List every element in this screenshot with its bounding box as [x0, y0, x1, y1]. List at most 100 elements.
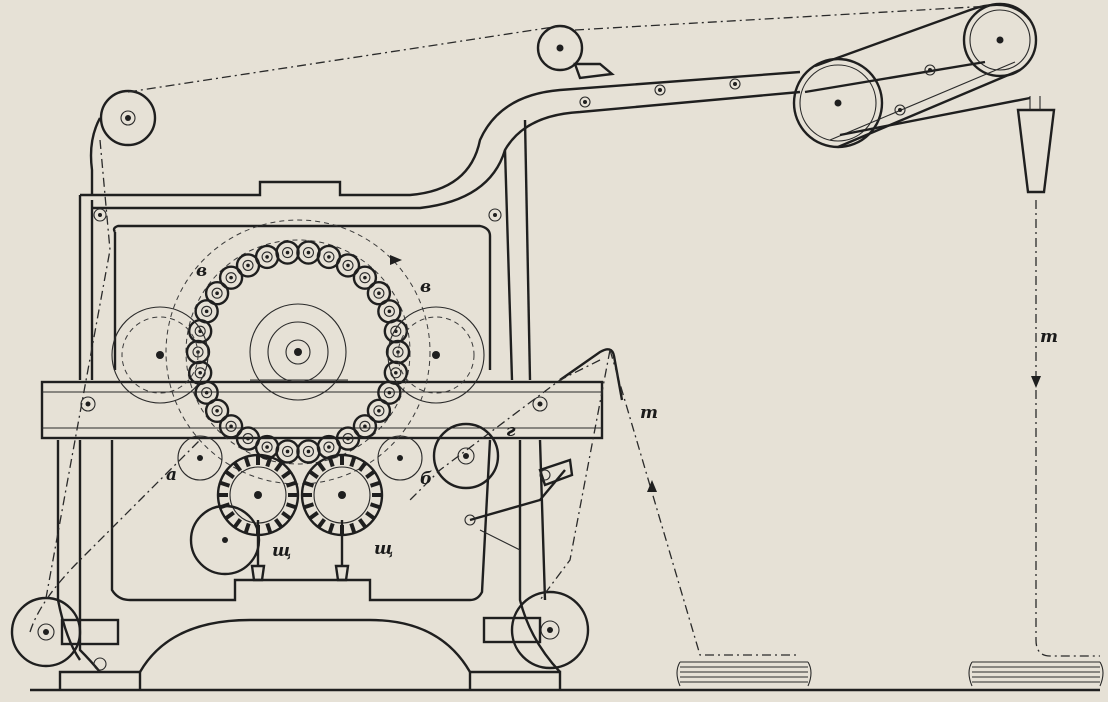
chain-roller-hub — [246, 263, 250, 268]
chain-roller-core — [225, 272, 237, 284]
chain-roller — [235, 426, 261, 451]
chain-roller-core — [211, 287, 223, 299]
brush-bristle — [265, 522, 273, 534]
brush-bristle — [285, 480, 297, 488]
chain-roller-core — [194, 367, 206, 379]
chain-roller-core — [359, 272, 371, 284]
chain-roller-hub — [306, 449, 311, 454]
brush-bristle — [224, 469, 235, 479]
chain-roller-hub — [204, 390, 209, 395]
brush-bristle — [219, 480, 231, 488]
brush-bristle — [281, 469, 292, 479]
brush-bristle — [349, 456, 357, 468]
chain-roller — [366, 281, 392, 306]
label-b: б — [420, 469, 432, 489]
top-right-pulley-assembly — [792, 2, 1056, 194]
brush-bristle — [281, 511, 292, 521]
chain-roller-core — [242, 259, 254, 271]
chain-roller-core — [242, 433, 254, 445]
chain-roller-hub — [394, 370, 398, 375]
brush-bristle — [316, 461, 326, 472]
chain-roller-hub — [229, 424, 233, 429]
chain-roller — [366, 398, 392, 423]
coil-edge — [676, 661, 812, 687]
brush-bristle — [265, 456, 273, 468]
chain-roller-core — [261, 251, 273, 263]
brush-bristle — [274, 461, 284, 472]
chain-roller-core — [302, 445, 315, 458]
brush-bristle — [303, 502, 315, 510]
chain-roller — [204, 398, 230, 423]
brush-bristle — [232, 518, 242, 529]
horizontal-beam — [40, 348, 624, 440]
brush-bristle — [224, 511, 235, 521]
chain-roller-hub — [265, 445, 269, 449]
chain-roller-hub — [198, 370, 202, 375]
brush-bristle — [349, 522, 357, 534]
brush-bristle — [243, 456, 251, 468]
chain-roller-hub — [285, 449, 290, 454]
brush-bristle — [369, 502, 381, 510]
brush-bristle — [308, 469, 319, 479]
chain-roller-core — [342, 259, 354, 271]
chain-roller-core — [323, 441, 335, 453]
brush-bristle — [327, 456, 335, 468]
chain-roller — [194, 299, 219, 324]
chain-roller-core — [201, 387, 213, 399]
chain-roller-core — [383, 387, 395, 399]
brush-bristle — [316, 518, 326, 529]
chain-roller-hub — [265, 255, 269, 259]
chain-roller-hub — [346, 263, 350, 268]
chain-roller-core — [211, 405, 223, 417]
side-rollers — [111, 306, 485, 404]
chain-roller — [352, 414, 378, 439]
chain-roller-hub — [377, 291, 381, 296]
chain-roller-hub — [346, 436, 350, 441]
chain-roller-core — [390, 367, 402, 379]
roller-b — [377, 435, 423, 481]
letter-labels: в в а б г т т щ щ — [166, 261, 1058, 561]
chain-roller-core — [281, 445, 294, 458]
label-v-right: в — [420, 277, 431, 297]
machine-base — [30, 670, 1100, 692]
chain-roller-core — [390, 325, 402, 337]
chain-roller-core — [373, 405, 385, 417]
roller-a — [177, 435, 223, 481]
bottom-right-roller — [482, 590, 590, 670]
chain-roller-hub — [327, 255, 331, 259]
brush-roller-right — [300, 453, 384, 537]
brush-bristle — [243, 522, 251, 534]
lever-linkage — [464, 458, 574, 590]
chain-roller — [377, 380, 402, 405]
brush-hub — [254, 491, 262, 499]
brush-hub — [338, 491, 346, 499]
brush-bristle — [358, 461, 368, 472]
chain-roller-hub — [387, 309, 392, 314]
label-sch-left: щ — [272, 541, 291, 561]
machine-frame — [56, 70, 801, 673]
sliver-cans — [676, 661, 1104, 687]
chain-roller-hub — [215, 408, 219, 413]
brush-bristle — [365, 469, 376, 479]
brush-bristle — [303, 480, 315, 488]
sliver-paths — [29, 5, 1100, 657]
brush-bristle — [327, 522, 335, 534]
chain-roller — [218, 265, 244, 290]
chain-roller-hub — [204, 309, 209, 314]
chain-roller — [335, 253, 361, 278]
brush-bristle — [308, 511, 319, 521]
chain-roller-core — [373, 287, 385, 299]
chain-roller-hub — [215, 291, 219, 296]
chain-roller-core — [261, 441, 273, 453]
chain-roller-hub — [363, 424, 367, 429]
brush-bristle — [274, 518, 284, 529]
label-sch-right: щ — [374, 539, 393, 559]
label-a: а — [166, 465, 177, 485]
arch-guide-roller — [536, 24, 615, 80]
chain-roller-core — [302, 246, 315, 259]
label-m-mid: т — [640, 403, 658, 423]
chain-roller-core — [225, 420, 237, 432]
chain-roller-core — [342, 433, 354, 445]
